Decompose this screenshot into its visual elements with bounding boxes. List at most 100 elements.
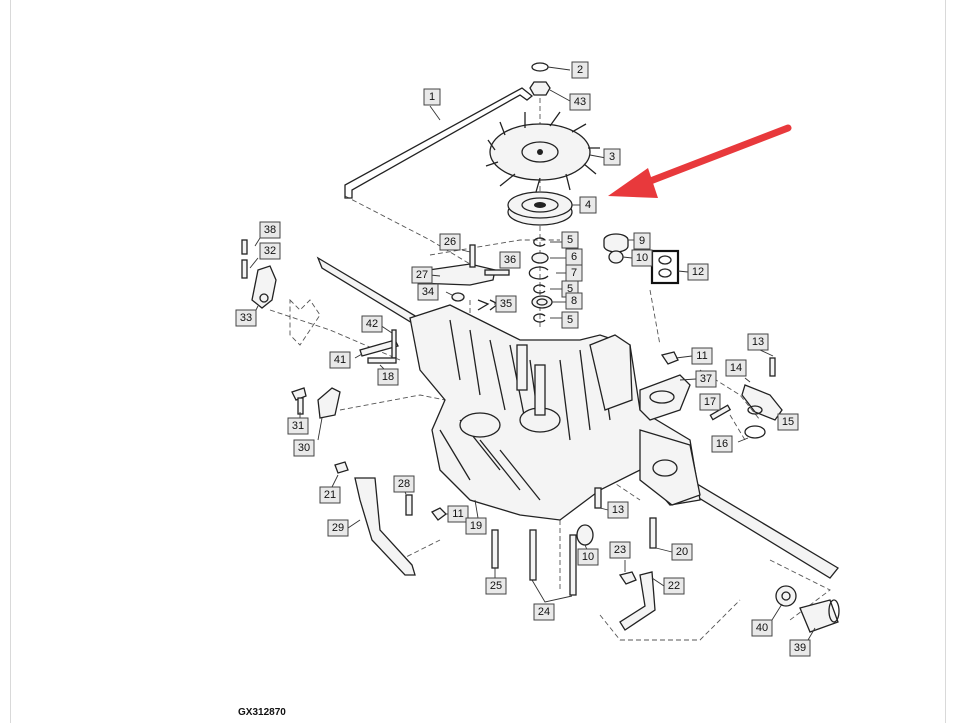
svg-text:22: 22 (668, 580, 680, 592)
part-transaxle-housing (409, 304, 701, 521)
svg-text:33: 33 (240, 312, 252, 324)
callout-label: 29 (327, 519, 349, 537)
svg-text:8: 8 (571, 295, 577, 307)
svg-text:1: 1 (429, 91, 435, 103)
callout-label: 27 (411, 266, 433, 284)
svg-text:13: 13 (752, 336, 764, 348)
svg-text:2: 2 (577, 64, 583, 76)
svg-text:6: 6 (571, 251, 577, 263)
frame-border-right (945, 0, 946, 723)
svg-text:25: 25 (490, 580, 502, 592)
callout-label: 39 (789, 639, 811, 657)
part-mount-bracket (334, 461, 416, 576)
svg-text:11: 11 (452, 508, 463, 520)
callout-label: 10 (577, 548, 599, 566)
callout-label: 17 (699, 393, 721, 411)
callout-label: 43 (569, 93, 591, 111)
svg-text:14: 14 (730, 362, 742, 374)
callout-label: 40 (751, 619, 773, 637)
svg-text:10: 10 (636, 252, 648, 264)
part-pins-and-bracket-left (241, 239, 321, 346)
svg-text:5: 5 (567, 314, 573, 326)
svg-text:18: 18 (382, 371, 394, 383)
svg-text:20: 20 (676, 546, 688, 558)
svg-text:37: 37 (700, 373, 712, 385)
callout-label: 41 (329, 351, 351, 369)
svg-text:21: 21 (324, 489, 336, 501)
svg-text:9: 9 (639, 235, 645, 247)
callout-label: 32 (259, 242, 281, 260)
part-washer-and-bushing (775, 585, 840, 633)
highlight-arrow (608, 124, 792, 198)
svg-text:7: 7 (571, 267, 577, 279)
callout-label: 12 (687, 263, 709, 281)
callout-label: 11 (691, 347, 713, 365)
svg-text:12: 12 (692, 266, 704, 278)
svg-text:34: 34 (422, 286, 434, 298)
part-cooling-fan (485, 111, 600, 193)
svg-text:27: 27 (416, 269, 428, 281)
callout-label: 37 (695, 370, 717, 388)
callout-label: 13 (607, 501, 629, 519)
callout-label: 1 (423, 88, 441, 106)
callout-label: 33 (235, 309, 257, 327)
figure-code: GX312870 (238, 707, 286, 718)
svg-text:19: 19 (470, 520, 482, 532)
callout-label: 26 (439, 233, 461, 251)
callout-label: 15 (777, 413, 799, 431)
svg-text:29: 29 (332, 522, 344, 534)
svg-text:10: 10 (582, 551, 594, 563)
callout-label: 13 (747, 333, 769, 351)
callout-label: 5 (561, 311, 579, 329)
callout-label: 18 (377, 368, 399, 386)
svg-text:16: 16 (716, 438, 728, 450)
svg-text:13: 13 (612, 504, 624, 516)
callout-label: 24 (533, 603, 555, 621)
callout-label: 28 (393, 475, 415, 493)
part-link-rod (359, 329, 399, 364)
svg-text:15: 15 (782, 416, 794, 428)
callout-label: 14 (725, 359, 747, 377)
svg-text:28: 28 (398, 478, 410, 490)
svg-text:36: 36 (504, 254, 516, 266)
callout-label: 11 (447, 505, 469, 523)
callout-label: 21 (319, 486, 341, 504)
callout-label: 3 (603, 148, 621, 166)
callout-label: 4 (579, 196, 597, 214)
part-seal (608, 250, 624, 264)
frame-border-left (10, 0, 11, 723)
svg-text:35: 35 (500, 298, 512, 310)
callout-label: 8 (565, 292, 583, 310)
callout-label: 42 (361, 315, 383, 333)
svg-text:17: 17 (704, 396, 716, 408)
callout-label: 25 (485, 577, 507, 595)
part-cap (603, 233, 629, 253)
callout-label: 36 (499, 251, 521, 269)
part-pulley (507, 191, 573, 226)
callout-label: 10 (631, 249, 653, 267)
callout-label: 30 (293, 439, 315, 457)
callout-label: 6 (565, 248, 583, 266)
svg-text:31: 31 (292, 420, 304, 432)
part-shaft-stack (528, 237, 553, 323)
svg-text:39: 39 (794, 642, 806, 654)
svg-text:26: 26 (444, 236, 456, 248)
callout-label: 20 (671, 543, 693, 561)
part-bolt-and-bracket-left (291, 387, 341, 419)
callout-label: 5 (561, 231, 579, 249)
callout-label: 2 (571, 61, 589, 79)
part-retaining-ring (531, 62, 549, 72)
svg-text:4: 4 (585, 199, 591, 211)
svg-text:30: 30 (298, 442, 310, 454)
callout-label: 34 (417, 283, 439, 301)
svg-text:5: 5 (567, 283, 573, 295)
svg-text:41: 41 (334, 354, 346, 366)
callout-label: 19 (465, 517, 487, 535)
callout-label: 7 (565, 264, 583, 282)
svg-text:3: 3 (609, 151, 615, 163)
svg-text:43: 43 (574, 96, 586, 108)
svg-text:11: 11 (696, 350, 707, 362)
part-bottom-hardware (431, 487, 657, 631)
